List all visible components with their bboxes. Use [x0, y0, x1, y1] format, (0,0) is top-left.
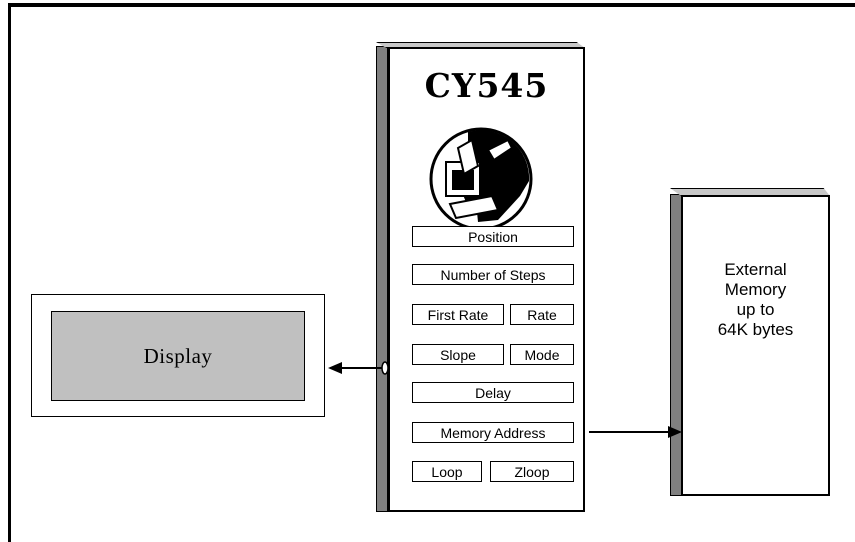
- chip-output-port: [381, 361, 389, 375]
- register-position: Position: [412, 226, 574, 247]
- chip-title: CY545: [424, 66, 549, 105]
- register-delay: Delay: [412, 382, 574, 403]
- chip-logo-icon: [429, 127, 533, 231]
- register-slope: Slope: [412, 344, 504, 365]
- memory-label-line-3: up to: [736, 300, 775, 319]
- diagram-frame-top: [8, 3, 855, 7]
- register-delay-label: Delay: [475, 384, 511, 401]
- memory-label-line-1: External: [724, 260, 787, 279]
- register-zloop: Zloop: [490, 461, 574, 482]
- register-mode: Mode: [510, 344, 574, 365]
- register-zloop-label: Zloop: [514, 463, 550, 480]
- display-screen: Display: [51, 311, 305, 401]
- register-memory-address: Memory Address: [412, 422, 574, 443]
- memory-front-face: [681, 195, 830, 496]
- register-rate-label: Rate: [527, 306, 557, 323]
- chip-side-face: [376, 46, 388, 512]
- register-loop: Loop: [412, 461, 482, 482]
- memory-label-line-2: Memory: [724, 280, 787, 299]
- register-rate: Rate: [510, 304, 574, 325]
- register-memory-address-label: Memory Address: [440, 424, 546, 441]
- register-number-of-steps: Number of Steps: [412, 264, 574, 285]
- chip-to-display-arrow: [328, 361, 389, 375]
- register-loop-label: Loop: [431, 463, 463, 480]
- register-slope-label: Slope: [440, 346, 476, 363]
- display-label: Display: [143, 343, 213, 368]
- register-number-of-steps-label: Number of Steps: [440, 266, 546, 283]
- register-first-rate-label: First Rate: [427, 306, 489, 323]
- memory-label-line-4: 64K bytes: [717, 320, 794, 339]
- memory-label: External Memory up to 64K bytes: [681, 260, 830, 340]
- chip-to-memory-arrow: [589, 426, 682, 438]
- diagram-frame-left: [8, 3, 11, 542]
- register-first-rate: First Rate: [412, 304, 504, 325]
- register-mode-label: Mode: [524, 346, 560, 363]
- register-position-label: Position: [468, 228, 518, 245]
